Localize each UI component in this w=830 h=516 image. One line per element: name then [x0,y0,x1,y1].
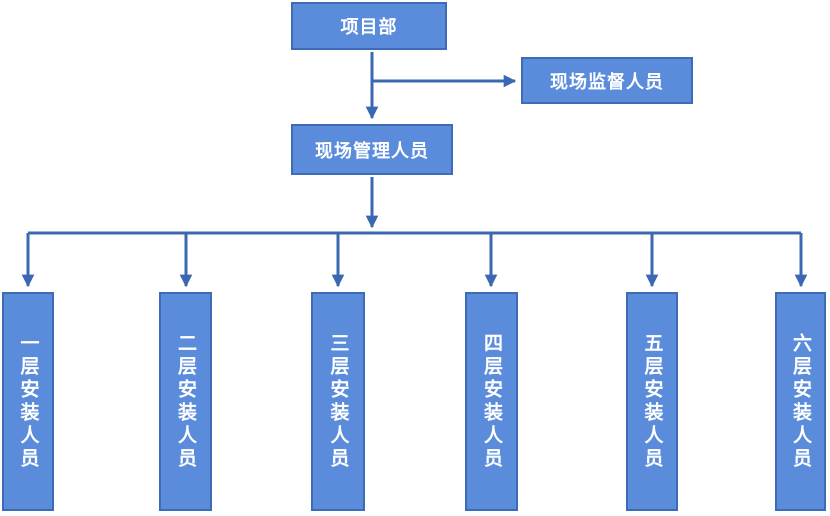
node-floor5-installers: 五层安装人员 [626,292,678,511]
node-floor4-installers: 四层安装人员 [465,292,518,511]
node-project-dept: 项目部 [291,2,447,50]
node-site-supervision: 现场监督人员 [521,57,693,104]
node-floor6-installers: 六层安装人员 [775,292,826,511]
node-site-management: 现场管理人员 [291,124,453,175]
node-floor1-installers: 一层安装人员 [2,292,54,511]
node-floor3-installers: 三层安装人员 [311,292,365,511]
node-floor2-installers: 二层安装人员 [159,292,212,511]
